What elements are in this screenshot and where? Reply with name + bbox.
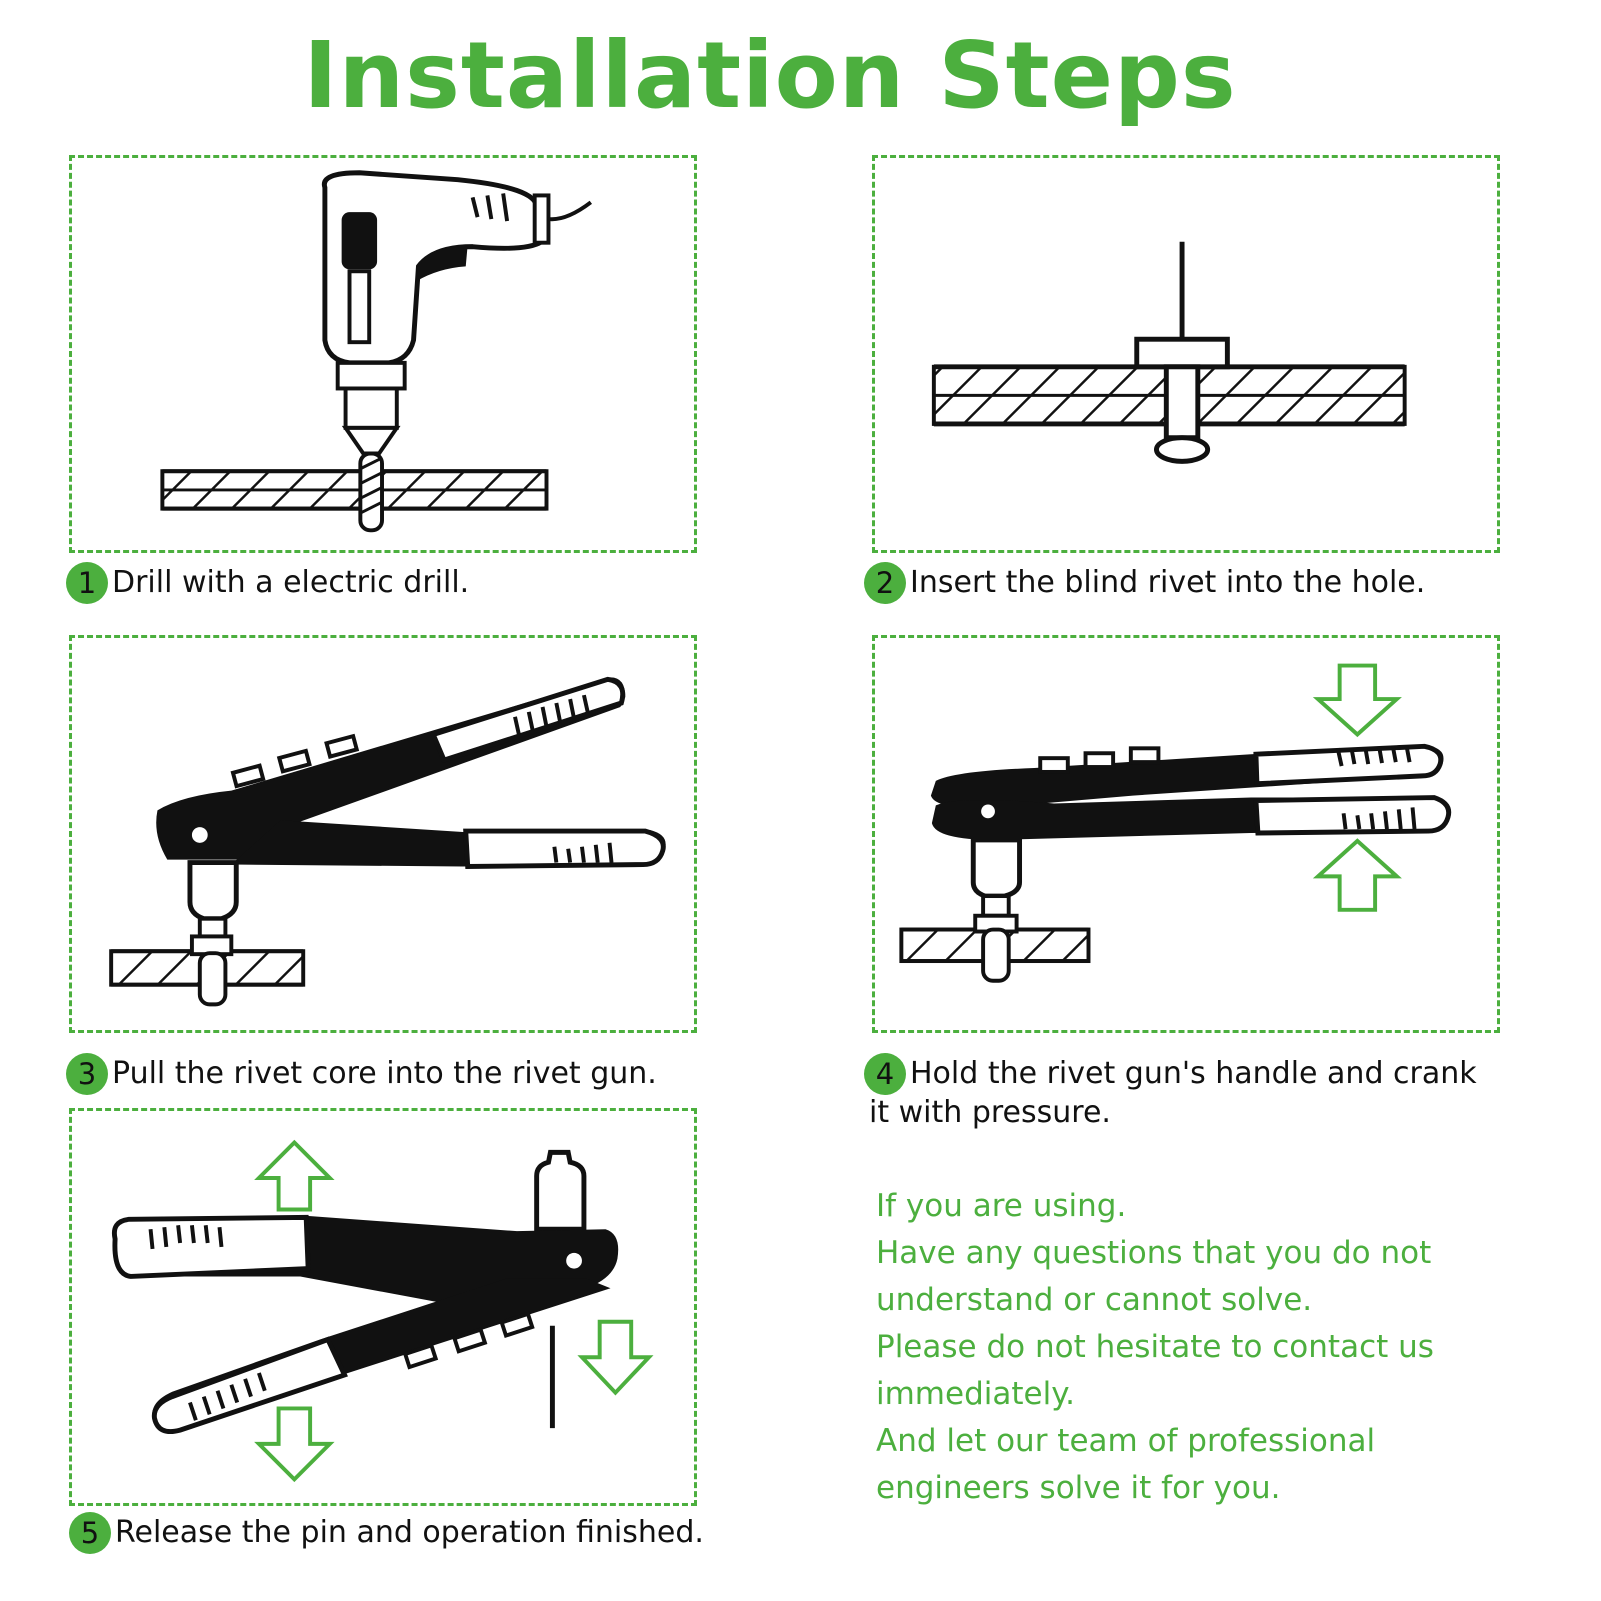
- step-number-badge: 2: [864, 562, 906, 604]
- step-4-panel: [872, 635, 1500, 1033]
- rivet-gun-squeeze-icon: [899, 663, 1452, 983]
- note-line: And let our team of professional: [876, 1423, 1376, 1459]
- electric-drill-icon: [160, 170, 593, 533]
- note-line: Please do not hesitate to contact us: [876, 1329, 1434, 1365]
- rivet-gun-icon: [109, 676, 666, 1007]
- page-title: Installation Steps: [303, 22, 1237, 129]
- step-2-panel: [872, 155, 1500, 553]
- note-line: If you are using.: [876, 1188, 1127, 1224]
- note-line: immediately.: [876, 1376, 1075, 1412]
- step-number-badge: 5: [69, 1512, 111, 1554]
- step-number-badge: 3: [66, 1053, 108, 1095]
- note-line: understand or cannot solve.: [876, 1282, 1313, 1318]
- step-5-panel: [69, 1108, 697, 1506]
- note-line: engineers solve it for you.: [876, 1470, 1281, 1506]
- support-note: If you are using. Have any questions tha…: [876, 1183, 1516, 1512]
- rivet-gun-release-icon: [111, 1139, 654, 1483]
- step-4-caption-line-2: it with pressure.: [869, 1095, 1111, 1130]
- blind-rivet-icon: [931, 241, 1407, 464]
- step-1-panel: [69, 155, 697, 553]
- step-number-badge: 1: [66, 562, 108, 604]
- step-number-badge: 4: [864, 1053, 906, 1095]
- note-line: Have any questions that you do not: [876, 1235, 1432, 1271]
- step-3-panel: [69, 635, 697, 1033]
